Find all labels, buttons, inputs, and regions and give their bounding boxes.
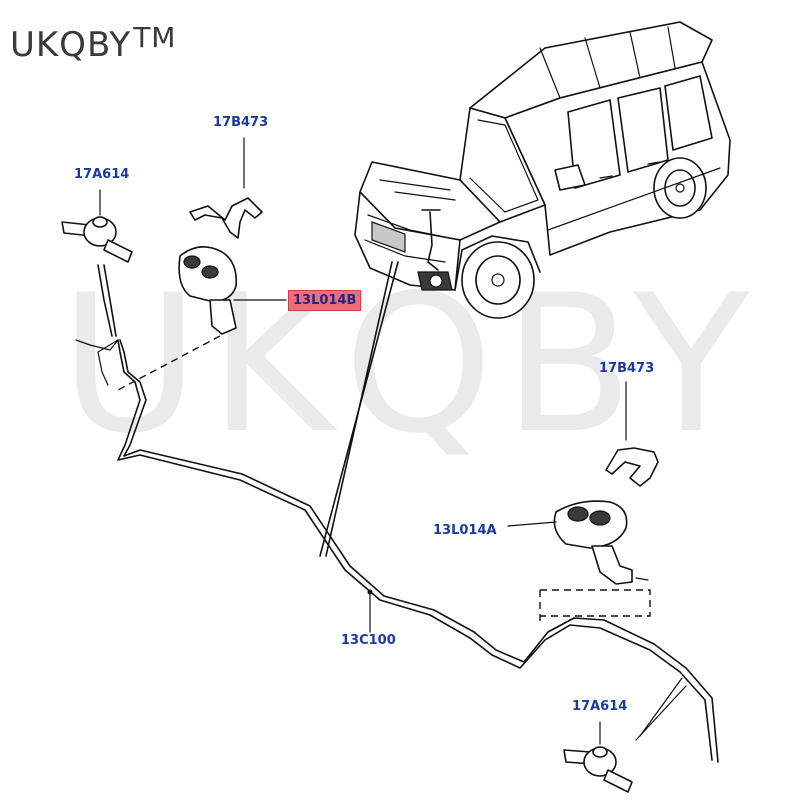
clip-right-part (605, 447, 659, 487)
label-clip-top: 17B473 (213, 115, 269, 130)
brand-name: UKQBY (10, 25, 132, 65)
label-hose: 13C100 (341, 633, 396, 648)
valve-top-part (61, 216, 133, 263)
hose-route (75, 264, 719, 763)
label-jet-right: 13L014A (433, 523, 497, 538)
clip-top-part (189, 197, 263, 239)
watermark-text: UKQBY TM (60, 254, 800, 475)
brand-trademark: TM (133, 21, 177, 54)
label-valve-bottom: 17A614 (572, 699, 628, 714)
brand-logo: UKQBYTM (10, 24, 176, 65)
vehicle-illustration (354, 21, 731, 319)
valve-bottom-part (563, 746, 633, 793)
label-valve-top: 17A614 (74, 167, 130, 182)
label-clip-right: 17B473 (599, 361, 655, 376)
jet-left-part (178, 246, 238, 335)
jet-right-part (553, 500, 633, 585)
label-jet-left-highlighted: 13L014B (288, 290, 362, 311)
